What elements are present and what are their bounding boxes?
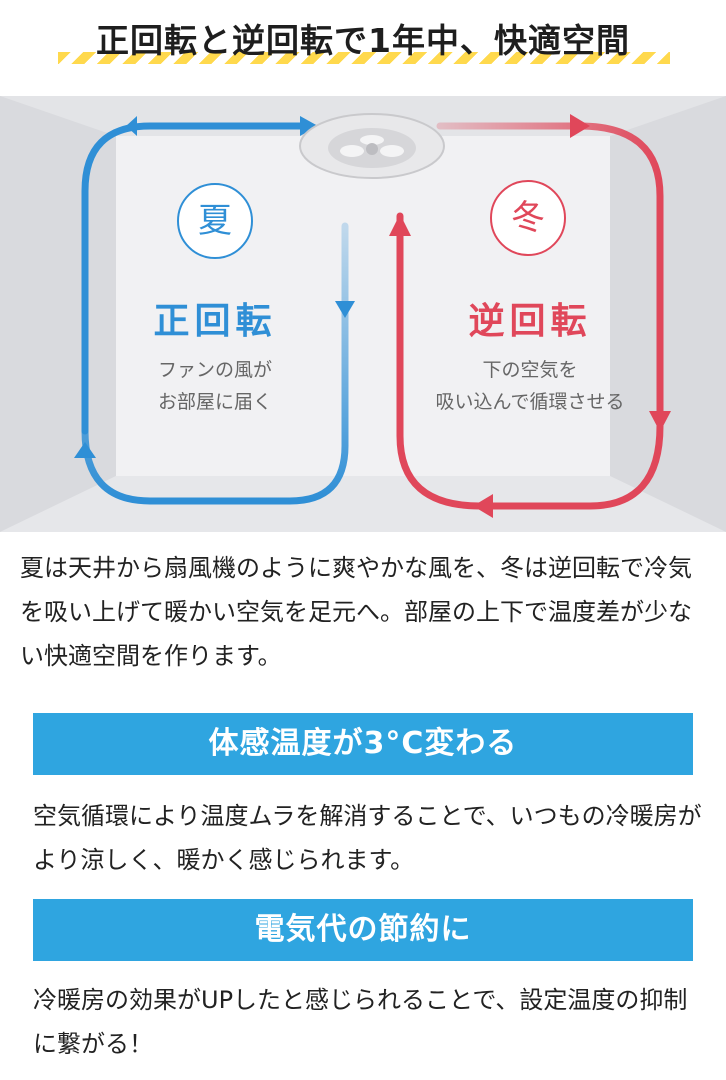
- headline: 正回転と逆回転で1年中、快適空間: [0, 0, 726, 72]
- winter-airflow-arrow-icon: [389, 114, 671, 518]
- headline-text: 正回転と逆回転で1年中、快適空間: [96, 21, 630, 60]
- section-heading-sensory-temperature: 体感温度が3°C変わる: [33, 713, 693, 775]
- reverse-desc-line: 下の空気を: [482, 359, 578, 381]
- reverse-rotation-description: 下の空気を 吸い込んで循環させる: [400, 354, 660, 418]
- forward-rotation-description: ファンの風が お部屋に届く: [120, 354, 310, 418]
- forward-rotation-title: 正回転: [153, 300, 277, 342]
- summer-airflow-arrow-icon: [74, 116, 355, 505]
- forward-desc-line: お部屋に届く: [157, 391, 272, 413]
- section-body-electricity-saving: 冷暖房の効果がUPしたと感じられることで、設定温度の抑制に繋がる！: [33, 986, 688, 1058]
- ceiling-fan-icon: [299, 113, 445, 179]
- intro-paragraph: 夏は天井から扇風機のように爽やかな風を、冬は逆回転で冷気を吸い上げて暖かい空気を…: [20, 554, 692, 670]
- headline-stripe: [58, 52, 670, 64]
- winter-badge: 冬: [490, 180, 566, 256]
- forward-desc-line: ファンの風が: [157, 359, 272, 381]
- reverse-rotation-title: 逆回転: [468, 300, 592, 342]
- summer-badge: 夏: [177, 183, 253, 259]
- reverse-desc-line: 吸い込んで循環させる: [435, 391, 625, 413]
- section-body-sensory-temperature: 空気循環により温度ムラを解消することで、いつもの冷暖房がより涼しく、暖かく感じら…: [33, 802, 702, 874]
- airflow-diagram: 夏 冬 正回転 逆回転 ファンの風が お部屋に届く 下の空気を 吸い込んで循環さ…: [0, 96, 726, 532]
- section-heading-electricity-saving: 電気代の節約に: [33, 899, 693, 961]
- room-illustration: [0, 96, 726, 532]
